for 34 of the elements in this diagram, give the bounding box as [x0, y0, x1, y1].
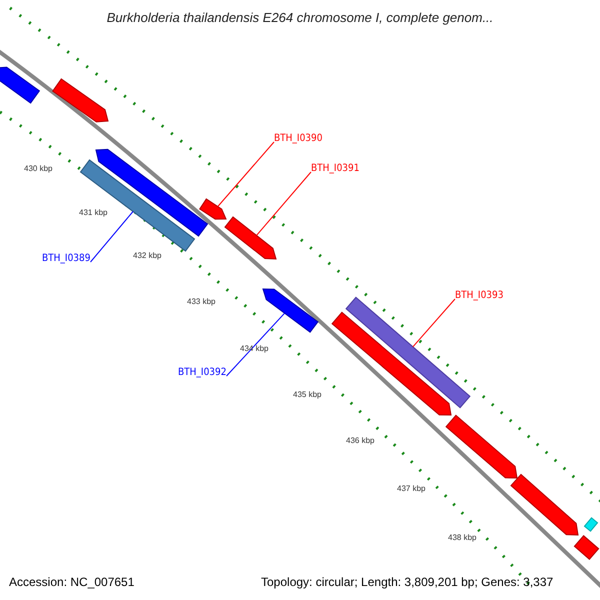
- gene-feature: [95, 148, 208, 237]
- gene-bar: [80, 159, 196, 252]
- gene-feature: [331, 312, 452, 416]
- tick-label: 436 kbp: [346, 436, 374, 445]
- leader-line: [256, 172, 312, 236]
- leader-line: [217, 142, 274, 207]
- tick-label: 434 kbp: [240, 344, 268, 353]
- gene-label: BTH_I0393: [455, 290, 504, 301]
- leader-line: [226, 312, 286, 376]
- gene-bar: [574, 535, 600, 560]
- gene-feature: [224, 216, 277, 260]
- leader-line: [412, 298, 456, 348]
- footer-text: Accession: NC_007651: [9, 575, 134, 589]
- tick-label: 431 kbp: [79, 208, 108, 217]
- gene-feature: [199, 198, 227, 220]
- gene-label: BTH_I0390: [274, 133, 322, 144]
- gene-label: BTH_I0389: [42, 253, 90, 264]
- tick-label: 438 kbp: [448, 533, 476, 542]
- map-title: Burkholderia thailandensis E264 chromosome I, complete genom...: [106, 10, 494, 25]
- tick-label: 430 kbp: [24, 164, 52, 173]
- gene-feature: [52, 78, 109, 122]
- gene-feature: [510, 474, 579, 536]
- footer-text: Topology: circular; Length: 3,809,201 bp; Genes: 3,337: [261, 575, 554, 589]
- tick-label: 435 kbp: [293, 390, 322, 399]
- tick-label: 433 kbp: [187, 297, 216, 306]
- gene-label: BTH_I0392: [178, 367, 226, 378]
- gene-feature: [262, 288, 319, 333]
- tick-label: 437 kbp: [397, 484, 426, 493]
- tick-label: 432 kbp: [133, 251, 162, 260]
- leader-line: [90, 211, 134, 262]
- gene-feature: [445, 414, 518, 479]
- gene-feature: [0, 66, 40, 104]
- gene-label: BTH_I0391: [311, 163, 360, 174]
- gene-bar: [584, 517, 598, 532]
